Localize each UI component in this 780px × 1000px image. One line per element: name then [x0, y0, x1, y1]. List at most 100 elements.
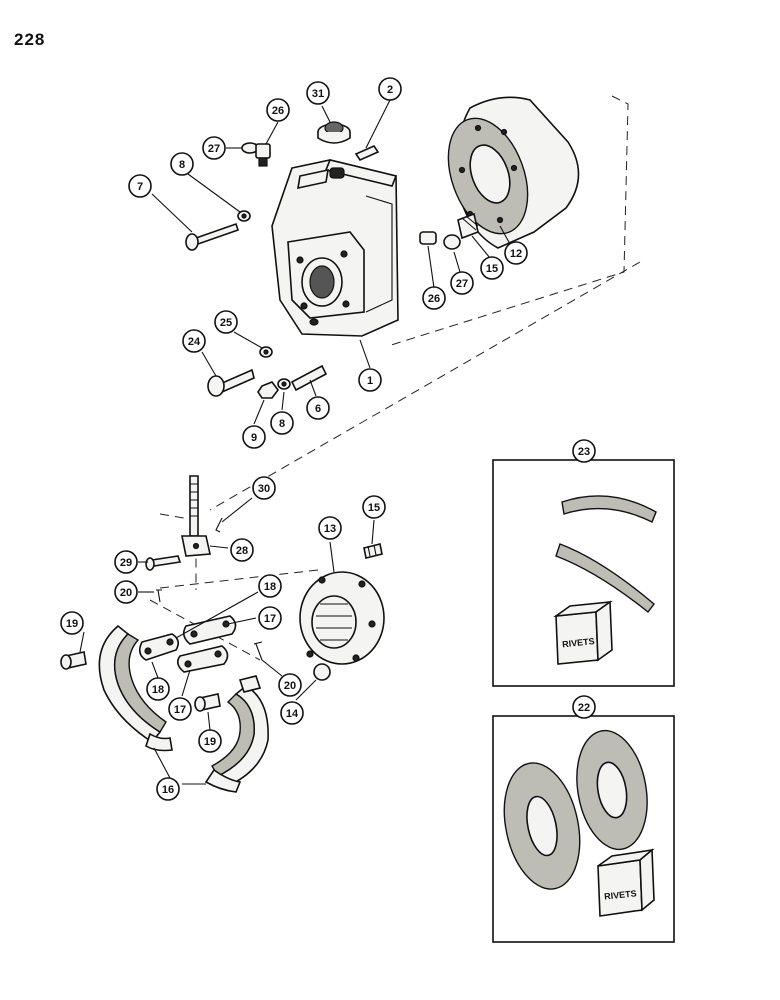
callout-c14: 14 — [280, 701, 304, 725]
callout-c19a: 19 — [60, 611, 84, 635]
links-17 — [176, 615, 237, 673]
callout-number: 17 — [174, 704, 186, 716]
callout-number: 20 — [284, 680, 296, 692]
callout-number: 8 — [179, 159, 185, 171]
callouts: 1267889121314151516171718181919202022232… — [60, 77, 596, 801]
callout-circle — [270, 411, 294, 435]
callout-number: 28 — [236, 545, 248, 557]
callout-number: 26 — [428, 293, 440, 305]
bolt-24 — [207, 368, 255, 397]
adjusting-rod-28 — [181, 475, 211, 557]
callout-number: 25 — [220, 317, 232, 329]
callout-circle — [422, 286, 446, 310]
callout-number: 26 — [272, 105, 284, 117]
callout-c13: 13 — [318, 516, 342, 540]
callout-c26a: 26 — [266, 98, 290, 122]
callout-number: 2 — [387, 84, 393, 96]
callout-circle — [128, 174, 152, 198]
spring-15-top — [457, 212, 479, 240]
callout-circle — [450, 271, 474, 295]
kit-23-panel: RIVETS — [492, 459, 675, 687]
callout-number: 7 — [137, 181, 143, 193]
callout-c15a: 15 — [480, 256, 504, 280]
callout-c27b: 27 — [450, 271, 474, 295]
callout-circle — [252, 476, 276, 500]
callout-c23: 23 — [572, 439, 596, 463]
callout-number: 1 — [367, 375, 373, 387]
actuator-disc — [299, 571, 385, 665]
brake-shoes — [98, 624, 269, 793]
callout-c31: 31 — [306, 81, 330, 105]
callout-c20b: 20 — [278, 673, 302, 697]
callout-number: 15 — [486, 263, 498, 275]
callout-c29: 29 — [114, 550, 138, 574]
callout-c30: 30 — [252, 476, 276, 500]
callout-circle — [306, 396, 330, 420]
callout-number: 22 — [578, 702, 590, 714]
kit-23-rivets-label: RIVETS — [562, 636, 595, 649]
callout-c15b: 15 — [362, 495, 386, 519]
pin-19-left — [60, 651, 87, 670]
callout-circle — [202, 136, 226, 160]
callout-number: 23 — [578, 446, 590, 458]
callout-circle — [378, 77, 402, 101]
callout-c20a: 20 — [114, 580, 138, 604]
callout-c19b: 19 — [198, 729, 222, 753]
callout-number: 8 — [279, 418, 285, 430]
callout-c22: 22 — [572, 695, 596, 719]
callout-number: 9 — [251, 432, 257, 444]
callout-c8a: 8 — [170, 152, 194, 176]
callout-circle — [214, 310, 238, 334]
callout-c7: 7 — [128, 174, 152, 198]
callout-c26b: 26 — [422, 286, 446, 310]
callout-c9: 9 — [242, 425, 266, 449]
callout-circle — [362, 495, 386, 519]
washer-8-top — [237, 210, 251, 222]
callout-c17a: 17 — [258, 606, 282, 630]
callout-c6: 6 — [306, 396, 330, 420]
callout-number: 13 — [324, 523, 336, 535]
callout-number: 17 — [264, 613, 276, 625]
callout-number: 18 — [152, 684, 164, 696]
callout-circle — [60, 611, 84, 635]
callout-circle — [258, 606, 282, 630]
washer-8-bottom — [277, 378, 291, 390]
callout-number: 30 — [258, 483, 270, 495]
callout-c18b: 18 — [146, 677, 170, 701]
plug-27-side — [443, 234, 461, 250]
callout-circle — [114, 580, 138, 604]
kit-22-panel: RIVETS — [492, 715, 675, 943]
callout-number: 29 — [120, 557, 132, 569]
callout-number: 27 — [208, 143, 220, 155]
pin-19-center — [194, 693, 221, 712]
callout-c25: 25 — [214, 310, 238, 334]
callout-circle — [318, 516, 342, 540]
callout-c18a: 18 — [258, 574, 282, 598]
callout-number: 16 — [162, 784, 174, 796]
callout-c17b: 17 — [168, 697, 192, 721]
callout-number: 31 — [312, 88, 324, 100]
callout-circle — [258, 574, 282, 598]
callout-c16: 16 — [156, 777, 180, 801]
callout-c27a: 27 — [202, 136, 226, 160]
callout-circle — [242, 425, 266, 449]
cotter-pin-30 — [215, 517, 223, 533]
callout-circle — [280, 701, 304, 725]
fitting-26-side — [419, 231, 437, 245]
stud-6 — [290, 364, 328, 392]
callout-number: 15 — [368, 502, 380, 514]
callout-circle — [358, 368, 382, 392]
leader-lines — [79, 99, 511, 785]
callout-circle — [230, 538, 254, 562]
callout-circle — [198, 729, 222, 753]
callout-c2: 2 — [378, 77, 402, 101]
callout-number: 24 — [188, 336, 201, 348]
callout-circle — [182, 329, 206, 353]
cotter-pin-20-right — [253, 641, 263, 661]
callout-circle — [572, 439, 596, 463]
ball-14 — [313, 663, 331, 681]
callout-circle — [306, 81, 330, 105]
callout-c1: 1 — [358, 368, 382, 392]
cotter-pin-20-top — [156, 589, 162, 603]
